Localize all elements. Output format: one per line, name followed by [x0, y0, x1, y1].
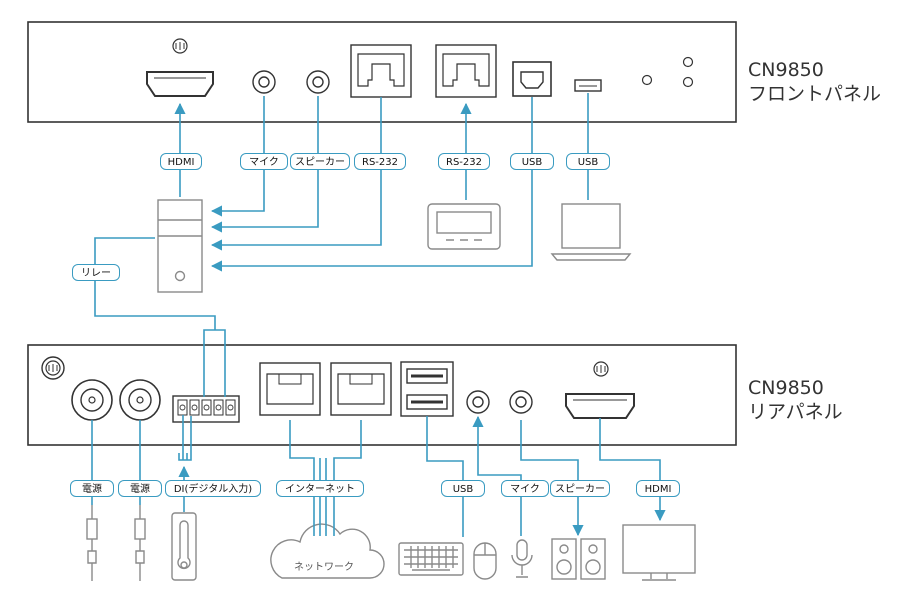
- front-panel-name: フロントパネル: [748, 83, 882, 105]
- cloud-icon: [270, 523, 385, 579]
- label-power-a: 電源: [70, 480, 114, 497]
- lan-port-a-icon: [259, 362, 321, 416]
- speakers-icon: [551, 538, 606, 580]
- usb-a-ports-icon: [400, 361, 454, 417]
- rs232-port-a-icon: [350, 44, 412, 98]
- label-rear-usb: USB: [441, 480, 485, 497]
- power-plug-b-icon: [134, 505, 146, 581]
- front-model: CN9850: [748, 59, 824, 81]
- usb-b-port-icon: [512, 61, 552, 97]
- power-jack-a-icon: [71, 379, 113, 421]
- rear-panel-title: CN9850 リアパネル: [748, 376, 843, 424]
- rear-speaker-jack-icon: [509, 390, 533, 414]
- label-rear-speaker: スピーカー: [550, 480, 610, 497]
- rear-screw-icon: [593, 361, 609, 377]
- screw-icon: [172, 38, 188, 54]
- front-panel: [27, 21, 737, 123]
- rear-model: CN9850: [748, 377, 824, 399]
- power-jack-b-icon: [119, 379, 161, 421]
- rear-hdmi-port-icon: [565, 393, 635, 419]
- mic-jack-icon: [252, 70, 276, 94]
- rear-panel: [27, 344, 737, 446]
- label-relay: リレー: [72, 264, 120, 281]
- status-led-icon: [641, 56, 694, 88]
- label-di: DI(デジタル入力): [165, 480, 261, 497]
- microphone-icon: [511, 539, 533, 578]
- rs232-port-b-icon: [435, 44, 497, 98]
- rear-mic-jack-icon: [466, 390, 490, 414]
- label-front-rs232-b: RS-232: [438, 153, 490, 170]
- rear-panel-name: リアパネル: [748, 401, 843, 423]
- label-front-speaker: スピーカー: [290, 153, 350, 170]
- label-internet: インターネット: [276, 480, 364, 497]
- label-front-usb-b: USB: [566, 153, 610, 170]
- serial-terminal-icon: [427, 203, 501, 250]
- monitor-icon: [622, 524, 696, 581]
- laptop-icon: [550, 203, 632, 261]
- lan-port-b-icon: [330, 362, 392, 416]
- label-front-hdmi: HDMI: [160, 153, 202, 170]
- front-panel-title: CN9850 フロントパネル: [748, 58, 881, 106]
- mouse-icon: [473, 542, 497, 580]
- label-power-b: 電源: [118, 480, 162, 497]
- label-front-mic: マイク: [240, 153, 288, 170]
- keyboard-icon: [398, 542, 464, 576]
- power-plug-a-icon: [86, 505, 98, 581]
- mini-usb-port-icon: [574, 79, 602, 92]
- cloud-label: ネットワーク: [294, 562, 354, 573]
- label-rear-hdmi: HDMI: [636, 480, 680, 497]
- thermometer-sensor-icon: [171, 512, 197, 581]
- label-front-usb-a: USB: [510, 153, 554, 170]
- speaker-jack-icon: [306, 70, 330, 94]
- ground-screw-icon: [41, 356, 65, 380]
- label-front-rs232-a: RS-232: [354, 153, 406, 170]
- hdmi-port-icon: [146, 71, 214, 97]
- pc-tower-icon: [157, 199, 203, 293]
- terminal-block-icon: [172, 395, 240, 423]
- label-rear-mic: マイク: [501, 480, 549, 497]
